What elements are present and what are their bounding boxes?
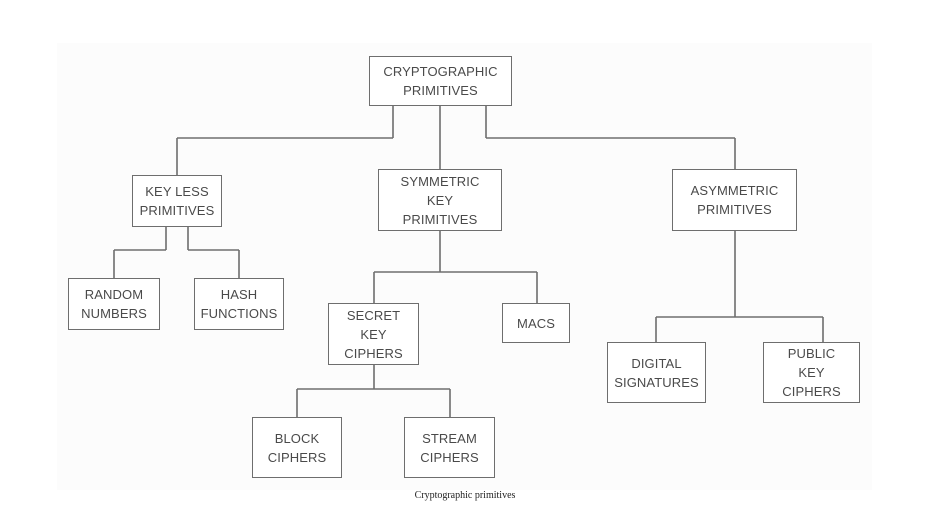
node-label: RANDOM NUMBERS [81, 287, 147, 321]
node-stream-ciphers: STREAM CIPHERS [404, 417, 495, 478]
node-key-less-primitives: KEY LESS PRIMITIVES [132, 175, 222, 227]
diagram-background [57, 43, 872, 490]
node-label: SECRET KEY CIPHERS [344, 307, 403, 361]
node-symmetric-key-primitives: SYMMETRIC KEY PRIMITIVES [378, 169, 502, 231]
node-label: SYMMETRIC KEY PRIMITIVES [400, 173, 480, 227]
node-label: HASH FUNCTIONS [200, 287, 278, 321]
figure-caption: Cryptographic primitives [414, 490, 516, 501]
node-random-numbers: RANDOM NUMBERS [68, 278, 160, 330]
node-public-key-ciphers: PUBLIC KEY CIPHERS [763, 342, 860, 403]
node-label: DIGITAL SIGNATURES [614, 355, 699, 390]
node-hash-functions: HASH FUNCTIONS [194, 278, 284, 330]
node-label: STREAM CIPHERS [420, 430, 479, 465]
node-label: KEY LESS PRIMITIVES [139, 184, 215, 218]
node-label: BLOCK CIPHERS [267, 430, 327, 465]
node-label: CRYPTOGRAPHIC PRIMITIVES [383, 64, 498, 98]
node-label: MACS [517, 315, 555, 331]
node-asymmetric-primitives: ASYMMETRIC PRIMITIVES [672, 169, 797, 231]
node-macs: MACS [502, 303, 570, 343]
node-label: ASYMMETRIC PRIMITIVES [690, 183, 779, 217]
node-block-ciphers: BLOCK CIPHERS [252, 417, 342, 478]
node-digital-signatures: DIGITAL SIGNATURES [607, 342, 706, 403]
node-secret-key-ciphers: SECRET KEY CIPHERS [328, 303, 419, 365]
node-label: PUBLIC KEY CIPHERS [782, 346, 841, 399]
node-cryptographic-primitives: CRYPTOGRAPHIC PRIMITIVES [369, 56, 512, 106]
